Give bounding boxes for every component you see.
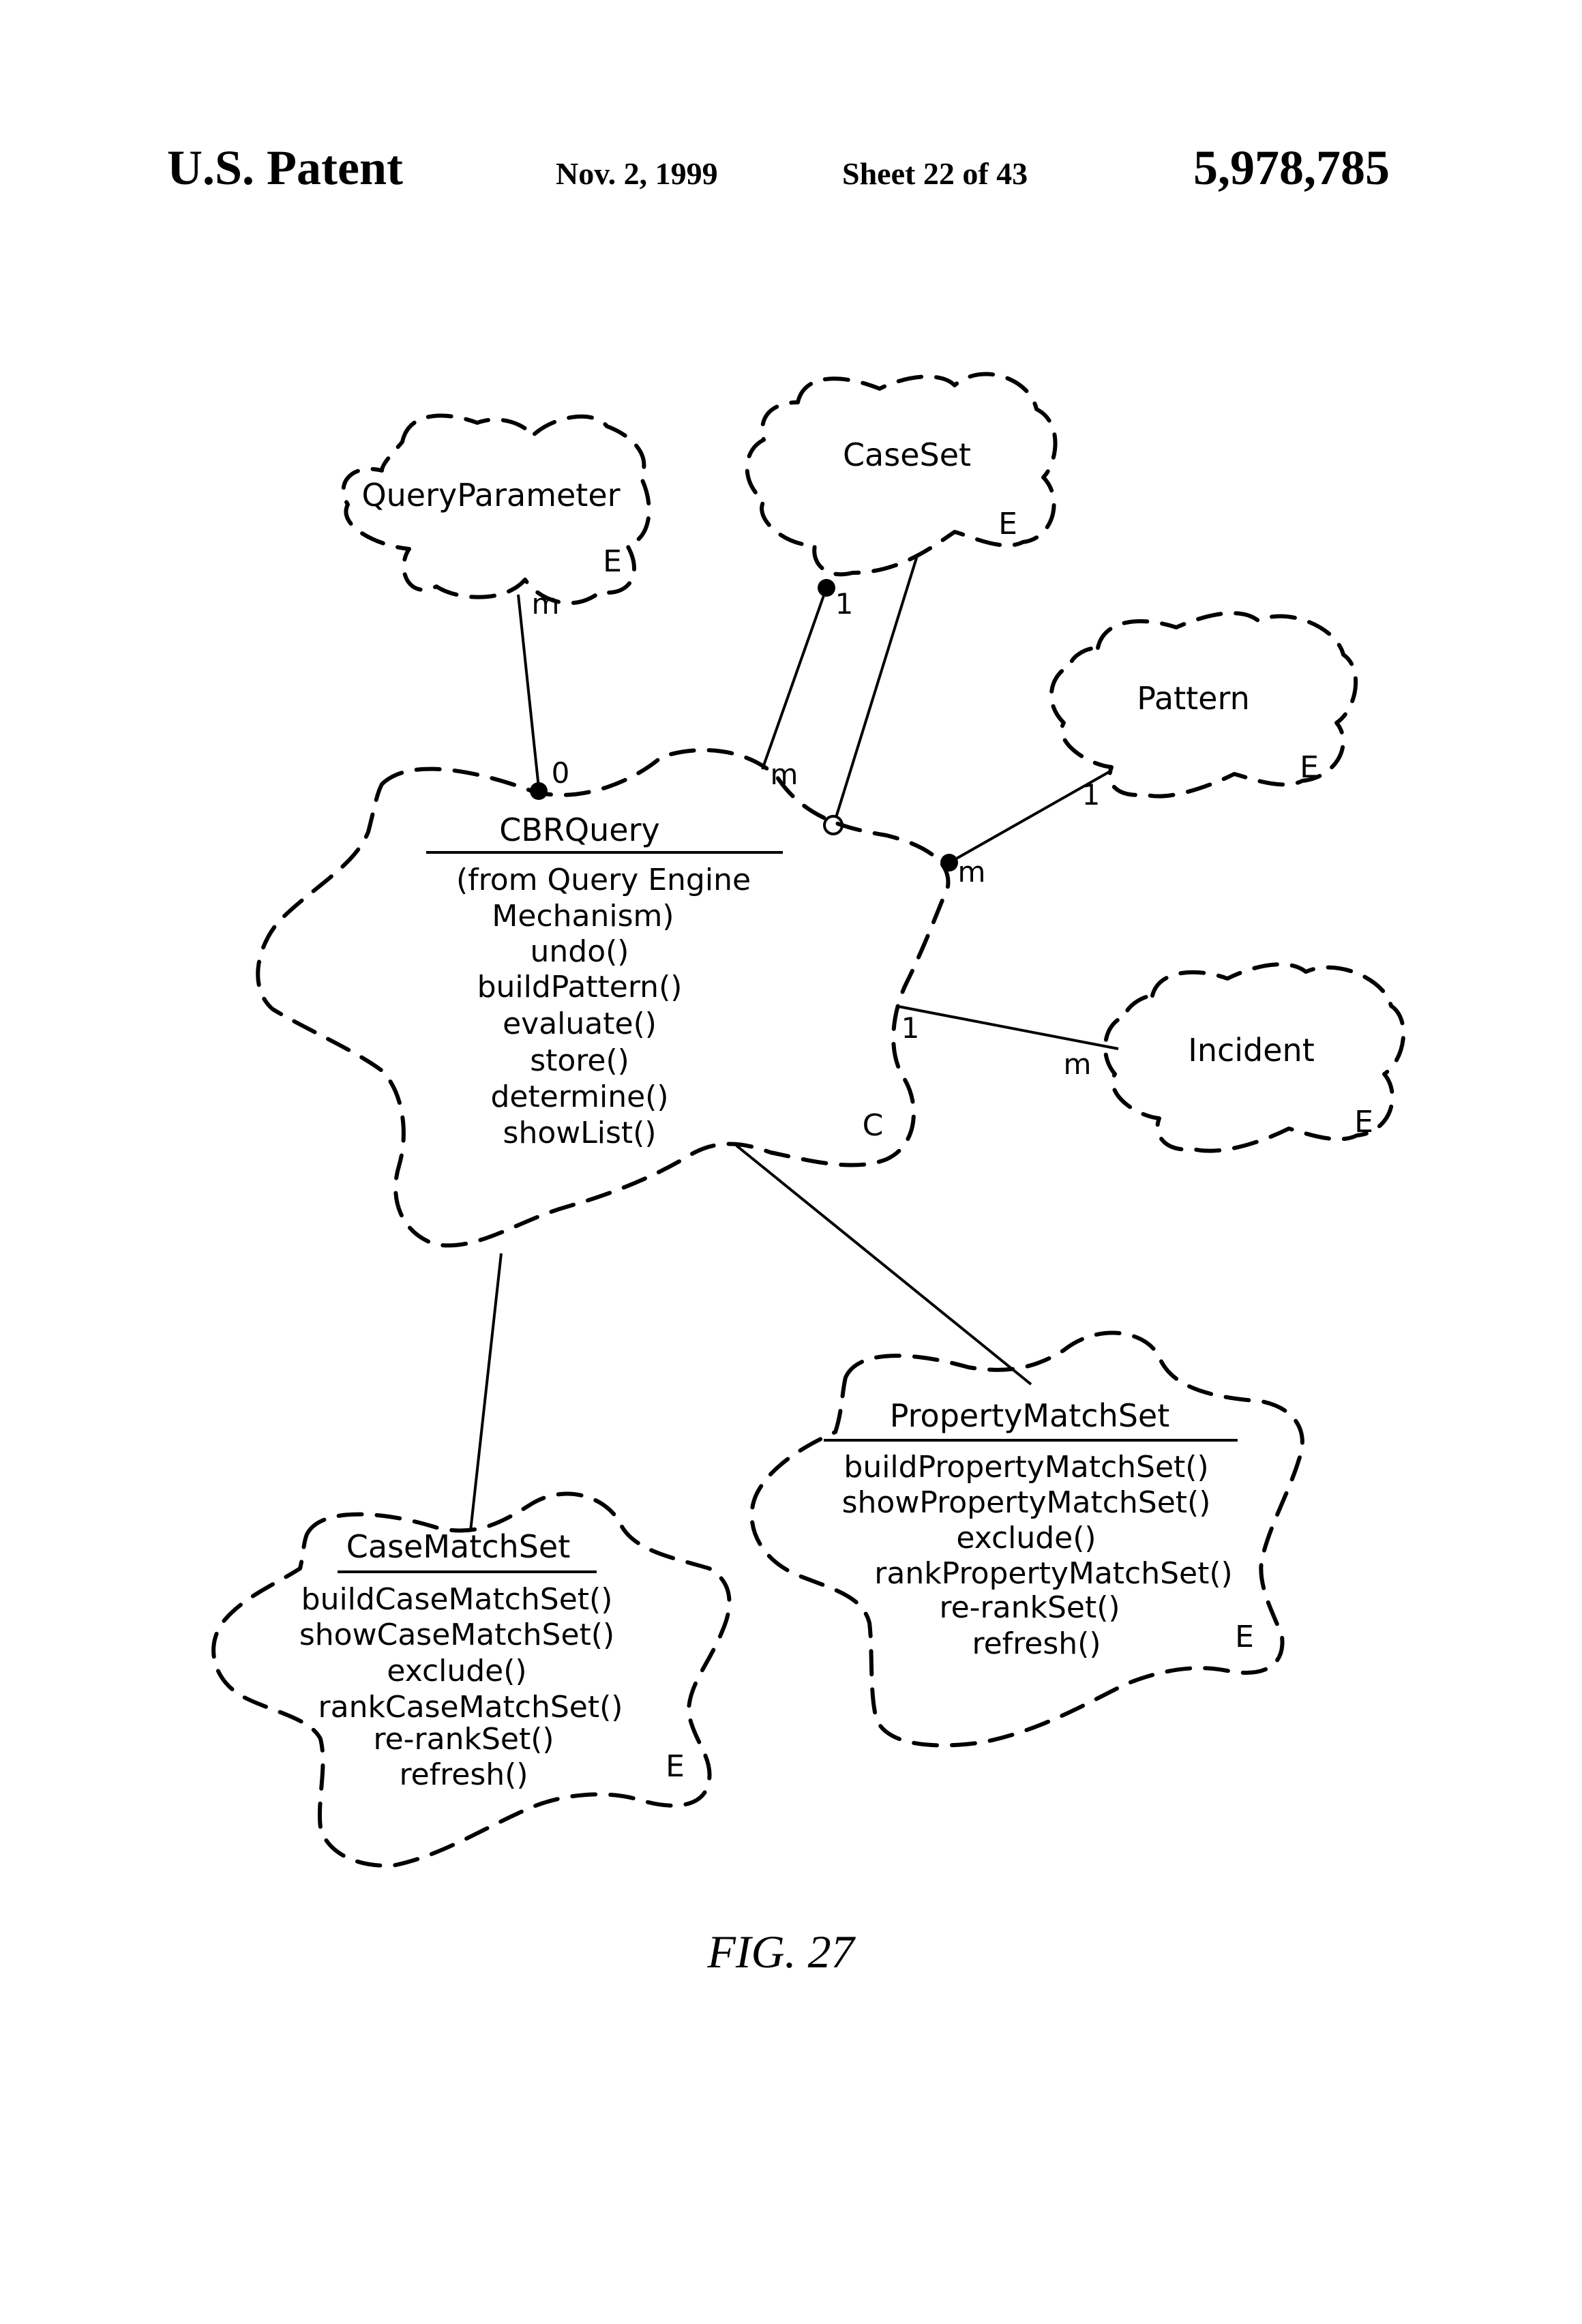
propertymatchset-method: exclude() — [956, 1521, 1096, 1555]
mult-incident-end: m — [1064, 1047, 1092, 1081]
cbrquery-subtitle-1: (from Query Engine — [456, 863, 751, 897]
mult-cbrquery-caseset-end: m — [771, 758, 799, 791]
cbrquery-method: evaluate() — [503, 1007, 657, 1041]
cbrquery-tag: C — [863, 1108, 884, 1143]
queryparameter-name: QueryParameter — [361, 477, 620, 513]
propertymatchset-method: rankPropertyMatchSet() — [874, 1556, 1232, 1591]
casematchset-method: re-rankSet() — [373, 1722, 554, 1757]
casematchset-tag: E — [666, 1749, 685, 1784]
casematchset-method: buildCaseMatchSet() — [301, 1582, 613, 1617]
cbrquery-method: undo() — [531, 934, 629, 969]
propertymatchset-name: PropertyMatchSet — [890, 1397, 1170, 1434]
incident-tag: E — [1354, 1105, 1373, 1139]
casematchset-method: refresh() — [399, 1757, 528, 1792]
mult-caseset-end: 1 — [835, 587, 854, 621]
propertymatchset-method: showPropertyMatchSet() — [842, 1485, 1211, 1520]
pattern-tag: E — [1300, 750, 1319, 785]
casematchset-method: rankCaseMatchSet() — [318, 1690, 623, 1725]
figure-label: FIG. 27 — [706, 1926, 856, 1978]
caseset-name: CaseSet — [843, 436, 971, 473]
queryparameter-tag: E — [603, 544, 622, 579]
mult-cbrquery-incident-end: 1 — [901, 1011, 920, 1045]
cbrquery-method: determine() — [490, 1079, 668, 1114]
caseset-tag: E — [998, 507, 1017, 541]
casematchset-method: exclude() — [387, 1654, 526, 1688]
mult-cbrquery-pattern-end: m — [958, 855, 986, 889]
cbrquery-subtitle-2: Mechanism) — [492, 899, 674, 934]
cbrquery-name: CBRQuery — [499, 811, 659, 848]
cbrquery-method: buildPattern() — [477, 970, 683, 1004]
propertymatchset-method: refresh() — [972, 1626, 1101, 1661]
cbrquery-method: store() — [530, 1043, 629, 1078]
rel-caseset-cbrquery-a — [762, 588, 826, 769]
incident-name: Incident — [1188, 1032, 1314, 1069]
mult-queryparameter-end: m — [532, 587, 560, 621]
propertymatchset-method: buildPropertyMatchSet() — [844, 1450, 1208, 1485]
mult-pattern-end: 1 — [1082, 778, 1101, 811]
pattern-name: Pattern — [1137, 680, 1250, 717]
propertymatchset-method: re-rankSet() — [939, 1590, 1120, 1625]
rel-cbrquery-propertymatchset — [736, 1146, 1031, 1384]
caseset-class — [747, 374, 1056, 575]
rel-cbrquery-incident — [899, 1007, 1118, 1049]
rel-cbrquery-casematchset — [471, 1253, 501, 1531]
casematchset-name: CaseMatchSet — [346, 1528, 570, 1565]
mult-cbrquery-param-end: 0 — [552, 756, 570, 790]
cbrquery-method: showList() — [503, 1116, 657, 1150]
propertymatchset-tag: E — [1235, 1620, 1254, 1654]
rel-queryparameter-cbrquery — [518, 595, 539, 788]
aggregation-dot-caseset — [818, 579, 835, 597]
casematchset-method: showCaseMatchSet() — [299, 1618, 614, 1652]
